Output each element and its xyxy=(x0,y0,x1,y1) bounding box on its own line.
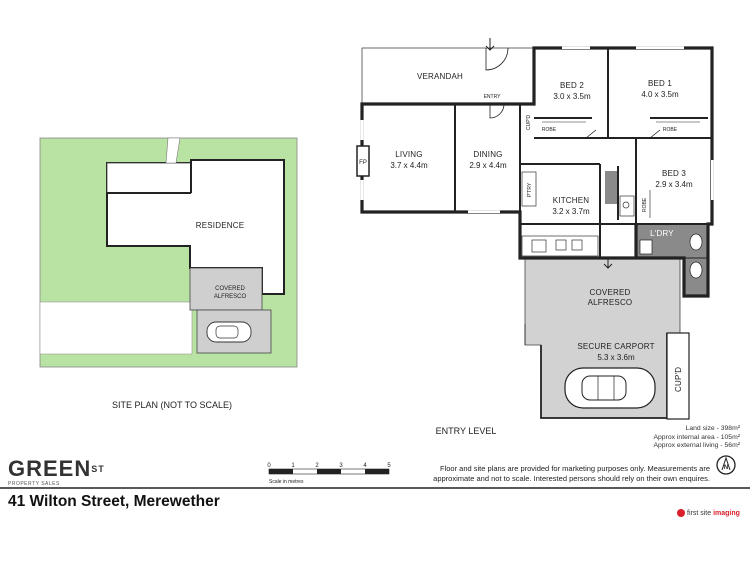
scale-tick-4: 4 xyxy=(363,463,367,469)
site-driveway xyxy=(39,301,193,355)
site-alfresco-label-2: ALFRESCO xyxy=(214,294,247,300)
fireplace xyxy=(356,145,370,177)
imaging-prefix: first site xyxy=(687,509,712,517)
external-area: Approx external living - 56m² xyxy=(653,442,740,449)
dining-name: DINING xyxy=(473,150,502,159)
cupd-carport-label: CUP'D xyxy=(674,367,683,392)
scale-tick-3: 3 xyxy=(339,463,343,469)
brand-logo: GREENST PROPERTY SALES xyxy=(8,458,104,490)
carport-arrow xyxy=(603,258,613,269)
robe-rails xyxy=(542,121,700,218)
site-alfresco xyxy=(189,267,263,311)
brand-tagline: PROPERTY SALES xyxy=(8,481,60,487)
scale-tick-1: 1 xyxy=(291,463,295,469)
doors xyxy=(485,47,661,345)
entry-label: ENTRY xyxy=(484,94,502,100)
robe-bed3-label: ROBE xyxy=(642,197,648,212)
house-outer-wall xyxy=(360,46,714,298)
carport-car-icon xyxy=(564,367,656,409)
cupd-entry-label: CUP'D xyxy=(526,114,532,130)
brand-super: ST xyxy=(91,464,105,474)
site-alfresco-label-1: COVERED xyxy=(215,286,245,292)
bed1-name: BED 1 xyxy=(648,79,672,88)
pantry-label: P'TRY xyxy=(527,182,533,197)
scale-bar: 0 1 2 3 4 5 Scale in metres xyxy=(267,463,391,485)
laundry-label: L'DRY xyxy=(650,229,674,238)
scale-tick-5: 5 xyxy=(387,463,391,469)
kitchen-name: KITCHEN xyxy=(553,196,590,205)
area-summary: Land size - 398m² Approx internal area -… xyxy=(600,425,740,451)
bed1-size: 4.0 x 3.5m xyxy=(641,90,679,99)
scale-label: Scale in metres xyxy=(269,479,304,485)
disclaimer-line-2: approximate and not to scale. Interested… xyxy=(433,474,710,483)
internal-area: Approx internal area - 105m² xyxy=(653,433,740,441)
carport-size: 5.3 x 3.6m xyxy=(597,353,635,362)
laundry-fixtures xyxy=(639,233,703,279)
imaging-logo-icon xyxy=(677,509,685,517)
fridge-space xyxy=(605,171,618,204)
north-label: N xyxy=(724,465,728,471)
scale-tick-2: 2 xyxy=(315,463,319,469)
north-arrow-icon: N xyxy=(716,455,736,475)
bed3-size: 2.9 x 3.4m xyxy=(655,180,693,189)
alfresco-label-1: COVERED xyxy=(590,288,631,297)
floor-plan: VERANDAH ENTRY BED 2 3.0 x 3.5m BED 1 4.… xyxy=(356,38,714,436)
site-path xyxy=(165,137,181,164)
dining-size: 2.9 x 4.4m xyxy=(469,161,507,170)
site-verandah xyxy=(106,162,192,194)
robe-right-label: ROBE xyxy=(663,127,678,133)
disclaimer-line-1: Floor and site plans are provided for ma… xyxy=(440,464,710,473)
entry-level-caption: ENTRY LEVEL xyxy=(436,426,497,436)
land-size: Land size - 398m² xyxy=(685,425,740,432)
carport-cupboard xyxy=(666,332,690,420)
site-car-icon xyxy=(206,321,252,343)
verandah-area xyxy=(361,47,535,105)
interior-walls xyxy=(454,48,712,258)
site-residence-label: RESIDENCE xyxy=(196,221,244,230)
robe-left-label: ROBE xyxy=(542,127,557,133)
carport-name: SECURE CARPORT xyxy=(577,342,654,351)
living-size: 3.7 x 4.4m xyxy=(390,161,428,170)
living-name: LIVING xyxy=(395,150,422,159)
property-address: 41 Wilton Street, Merewether xyxy=(8,493,220,510)
disclaimer: Floor and site plans are provided for ma… xyxy=(404,464,710,484)
scale-tick-0: 0 xyxy=(267,463,271,469)
site-plan: RESIDENCE COVERED ALFRESCO SITE PLAN (NO… xyxy=(39,137,298,410)
kitchen-fixtures xyxy=(521,171,635,257)
windows xyxy=(360,46,714,214)
bed3-name: BED 3 xyxy=(662,169,686,178)
brand-name: GREEN xyxy=(8,456,92,481)
bed2-name: BED 2 xyxy=(560,81,584,90)
imaging-highlight: imaging xyxy=(713,509,740,517)
kitchen-size: 3.2 x 3.7m xyxy=(552,207,590,216)
entry-arrow xyxy=(485,38,495,51)
alfresco-label-2: ALFRESCO xyxy=(588,298,633,307)
imaging-credit: first site imaging xyxy=(677,509,740,517)
site-plan-caption: SITE PLAN (NOT TO SCALE) xyxy=(112,400,232,410)
fireplace-label: FP xyxy=(359,160,367,166)
verandah-label: VERANDAH xyxy=(417,72,463,81)
bed2-size: 3.0 x 3.5m xyxy=(553,92,591,101)
